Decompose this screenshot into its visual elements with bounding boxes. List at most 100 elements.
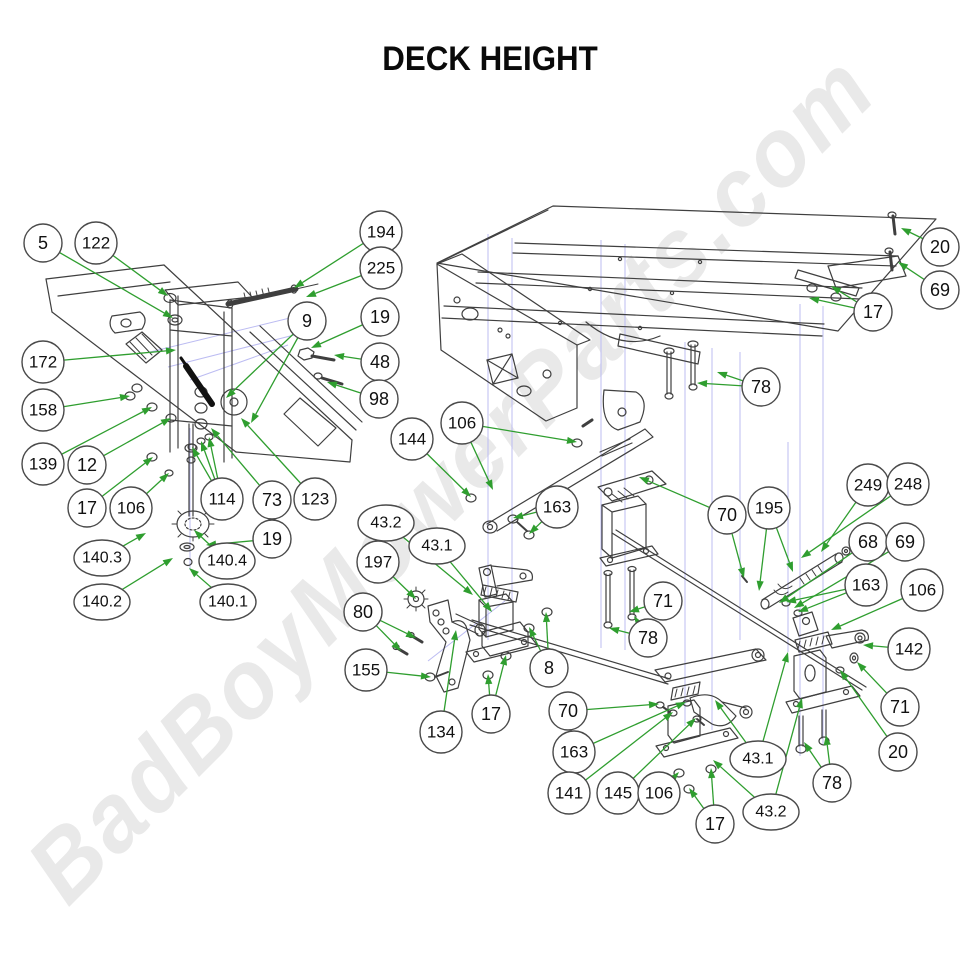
balloon-194: 194 bbox=[359, 210, 403, 254]
svg-text:141: 141 bbox=[555, 784, 583, 803]
balloon-114: 114 bbox=[200, 477, 244, 521]
balloon-134: 134 bbox=[419, 710, 463, 754]
svg-text:163: 163 bbox=[852, 576, 880, 595]
svg-text:142: 142 bbox=[895, 640, 923, 659]
page-title: DECK HEIGHT bbox=[382, 40, 598, 78]
svg-text:17: 17 bbox=[481, 704, 501, 724]
svg-text:17: 17 bbox=[77, 498, 97, 518]
balloon-17: 17 bbox=[67, 488, 107, 528]
svg-text:248: 248 bbox=[894, 475, 922, 494]
balloon-249: 249 bbox=[846, 463, 890, 507]
balloon-80: 80 bbox=[343, 592, 383, 632]
svg-text:106: 106 bbox=[117, 499, 145, 518]
balloon-78: 78 bbox=[741, 367, 781, 407]
balloon-43.2: 43.2 bbox=[742, 793, 800, 831]
svg-text:80: 80 bbox=[353, 602, 373, 622]
svg-text:106: 106 bbox=[448, 414, 476, 433]
main-frame-assembly bbox=[436, 205, 937, 431]
svg-text:78: 78 bbox=[751, 377, 771, 397]
svg-text:78: 78 bbox=[822, 773, 842, 793]
svg-text:5: 5 bbox=[38, 233, 48, 253]
balloon-70: 70 bbox=[707, 495, 747, 535]
balloon-106: 106 bbox=[637, 771, 681, 815]
technical-drawing bbox=[45, 205, 937, 794]
balloon-8: 8 bbox=[529, 648, 569, 688]
svg-text:70: 70 bbox=[717, 505, 737, 525]
balloon-5: 5 bbox=[23, 223, 63, 263]
balloon-19: 19 bbox=[360, 297, 400, 337]
svg-text:172: 172 bbox=[29, 353, 57, 372]
balloon-225: 225 bbox=[359, 246, 403, 290]
balloon-71: 71 bbox=[643, 581, 683, 621]
svg-text:139: 139 bbox=[29, 455, 57, 474]
balloon-140.2: 140.2 bbox=[73, 583, 131, 621]
balloon-145: 145 bbox=[596, 771, 640, 815]
balloon-43.2: 43.2 bbox=[357, 504, 415, 542]
svg-text:106: 106 bbox=[908, 581, 936, 600]
svg-text:158: 158 bbox=[29, 401, 57, 420]
svg-text:78: 78 bbox=[638, 628, 658, 648]
balloon-139: 139 bbox=[21, 442, 65, 486]
balloon-78: 78 bbox=[628, 618, 668, 658]
svg-text:48: 48 bbox=[370, 352, 390, 372]
balloon-144: 144 bbox=[390, 417, 434, 461]
balloon-142: 142 bbox=[887, 627, 931, 671]
svg-text:8: 8 bbox=[544, 658, 554, 678]
balloon-158: 158 bbox=[21, 388, 65, 432]
balloon-123: 123 bbox=[293, 477, 337, 521]
balloon-20: 20 bbox=[878, 732, 918, 772]
svg-text:197: 197 bbox=[364, 553, 392, 572]
balloon-43.1: 43.1 bbox=[408, 527, 466, 565]
balloon-78: 78 bbox=[812, 763, 852, 803]
balloon-141: 141 bbox=[547, 771, 591, 815]
balloon-70: 70 bbox=[548, 691, 588, 731]
svg-text:225: 225 bbox=[367, 259, 395, 278]
svg-text:68: 68 bbox=[858, 532, 878, 552]
bottom-cam-assembly bbox=[654, 648, 767, 794]
balloon-248: 248 bbox=[886, 462, 930, 506]
svg-text:71: 71 bbox=[653, 591, 673, 611]
balloon-172: 172 bbox=[21, 340, 65, 384]
svg-text:155: 155 bbox=[352, 661, 380, 680]
svg-text:19: 19 bbox=[370, 307, 390, 327]
svg-text:145: 145 bbox=[604, 784, 632, 803]
balloon-163: 163 bbox=[535, 485, 579, 529]
balloon-195: 195 bbox=[747, 486, 791, 530]
left-lift-bracket bbox=[392, 564, 553, 693]
svg-text:249: 249 bbox=[854, 476, 882, 495]
svg-text:71: 71 bbox=[890, 697, 910, 717]
right-lift-assembly bbox=[785, 611, 869, 754]
balloon-20: 20 bbox=[920, 227, 960, 267]
left-frame-assembly bbox=[45, 264, 363, 567]
svg-text:163: 163 bbox=[543, 498, 571, 517]
balloon-12: 12 bbox=[67, 445, 107, 485]
balloon-69: 69 bbox=[920, 270, 960, 310]
balloon-71: 71 bbox=[880, 687, 920, 727]
svg-text:9: 9 bbox=[302, 311, 312, 331]
balloon-69: 69 bbox=[885, 522, 925, 562]
svg-text:114: 114 bbox=[208, 490, 235, 509]
svg-text:17: 17 bbox=[705, 814, 725, 834]
balloon-140.4: 140.4 bbox=[198, 542, 256, 580]
balloon-68: 68 bbox=[848, 522, 888, 562]
svg-text:19: 19 bbox=[262, 529, 282, 549]
balloon-140.1: 140.1 bbox=[199, 583, 257, 621]
svg-text:140.2: 140.2 bbox=[82, 594, 122, 611]
balloon-106: 106 bbox=[109, 486, 153, 530]
balloon-122: 122 bbox=[74, 221, 118, 265]
balloon-98: 98 bbox=[359, 379, 399, 419]
balloon-9: 9 bbox=[287, 301, 327, 341]
svg-text:69: 69 bbox=[895, 532, 915, 552]
svg-text:43.2: 43.2 bbox=[370, 515, 401, 532]
svg-text:140.3: 140.3 bbox=[82, 550, 122, 567]
svg-text:123: 123 bbox=[301, 490, 329, 509]
balloon-48: 48 bbox=[360, 342, 400, 382]
svg-text:98: 98 bbox=[369, 389, 389, 409]
svg-text:122: 122 bbox=[82, 234, 110, 253]
balloon-17: 17 bbox=[695, 804, 735, 844]
svg-text:12: 12 bbox=[77, 455, 97, 475]
svg-text:163: 163 bbox=[560, 743, 588, 762]
balloon-106: 106 bbox=[900, 568, 944, 612]
balloon-19: 19 bbox=[252, 519, 292, 559]
